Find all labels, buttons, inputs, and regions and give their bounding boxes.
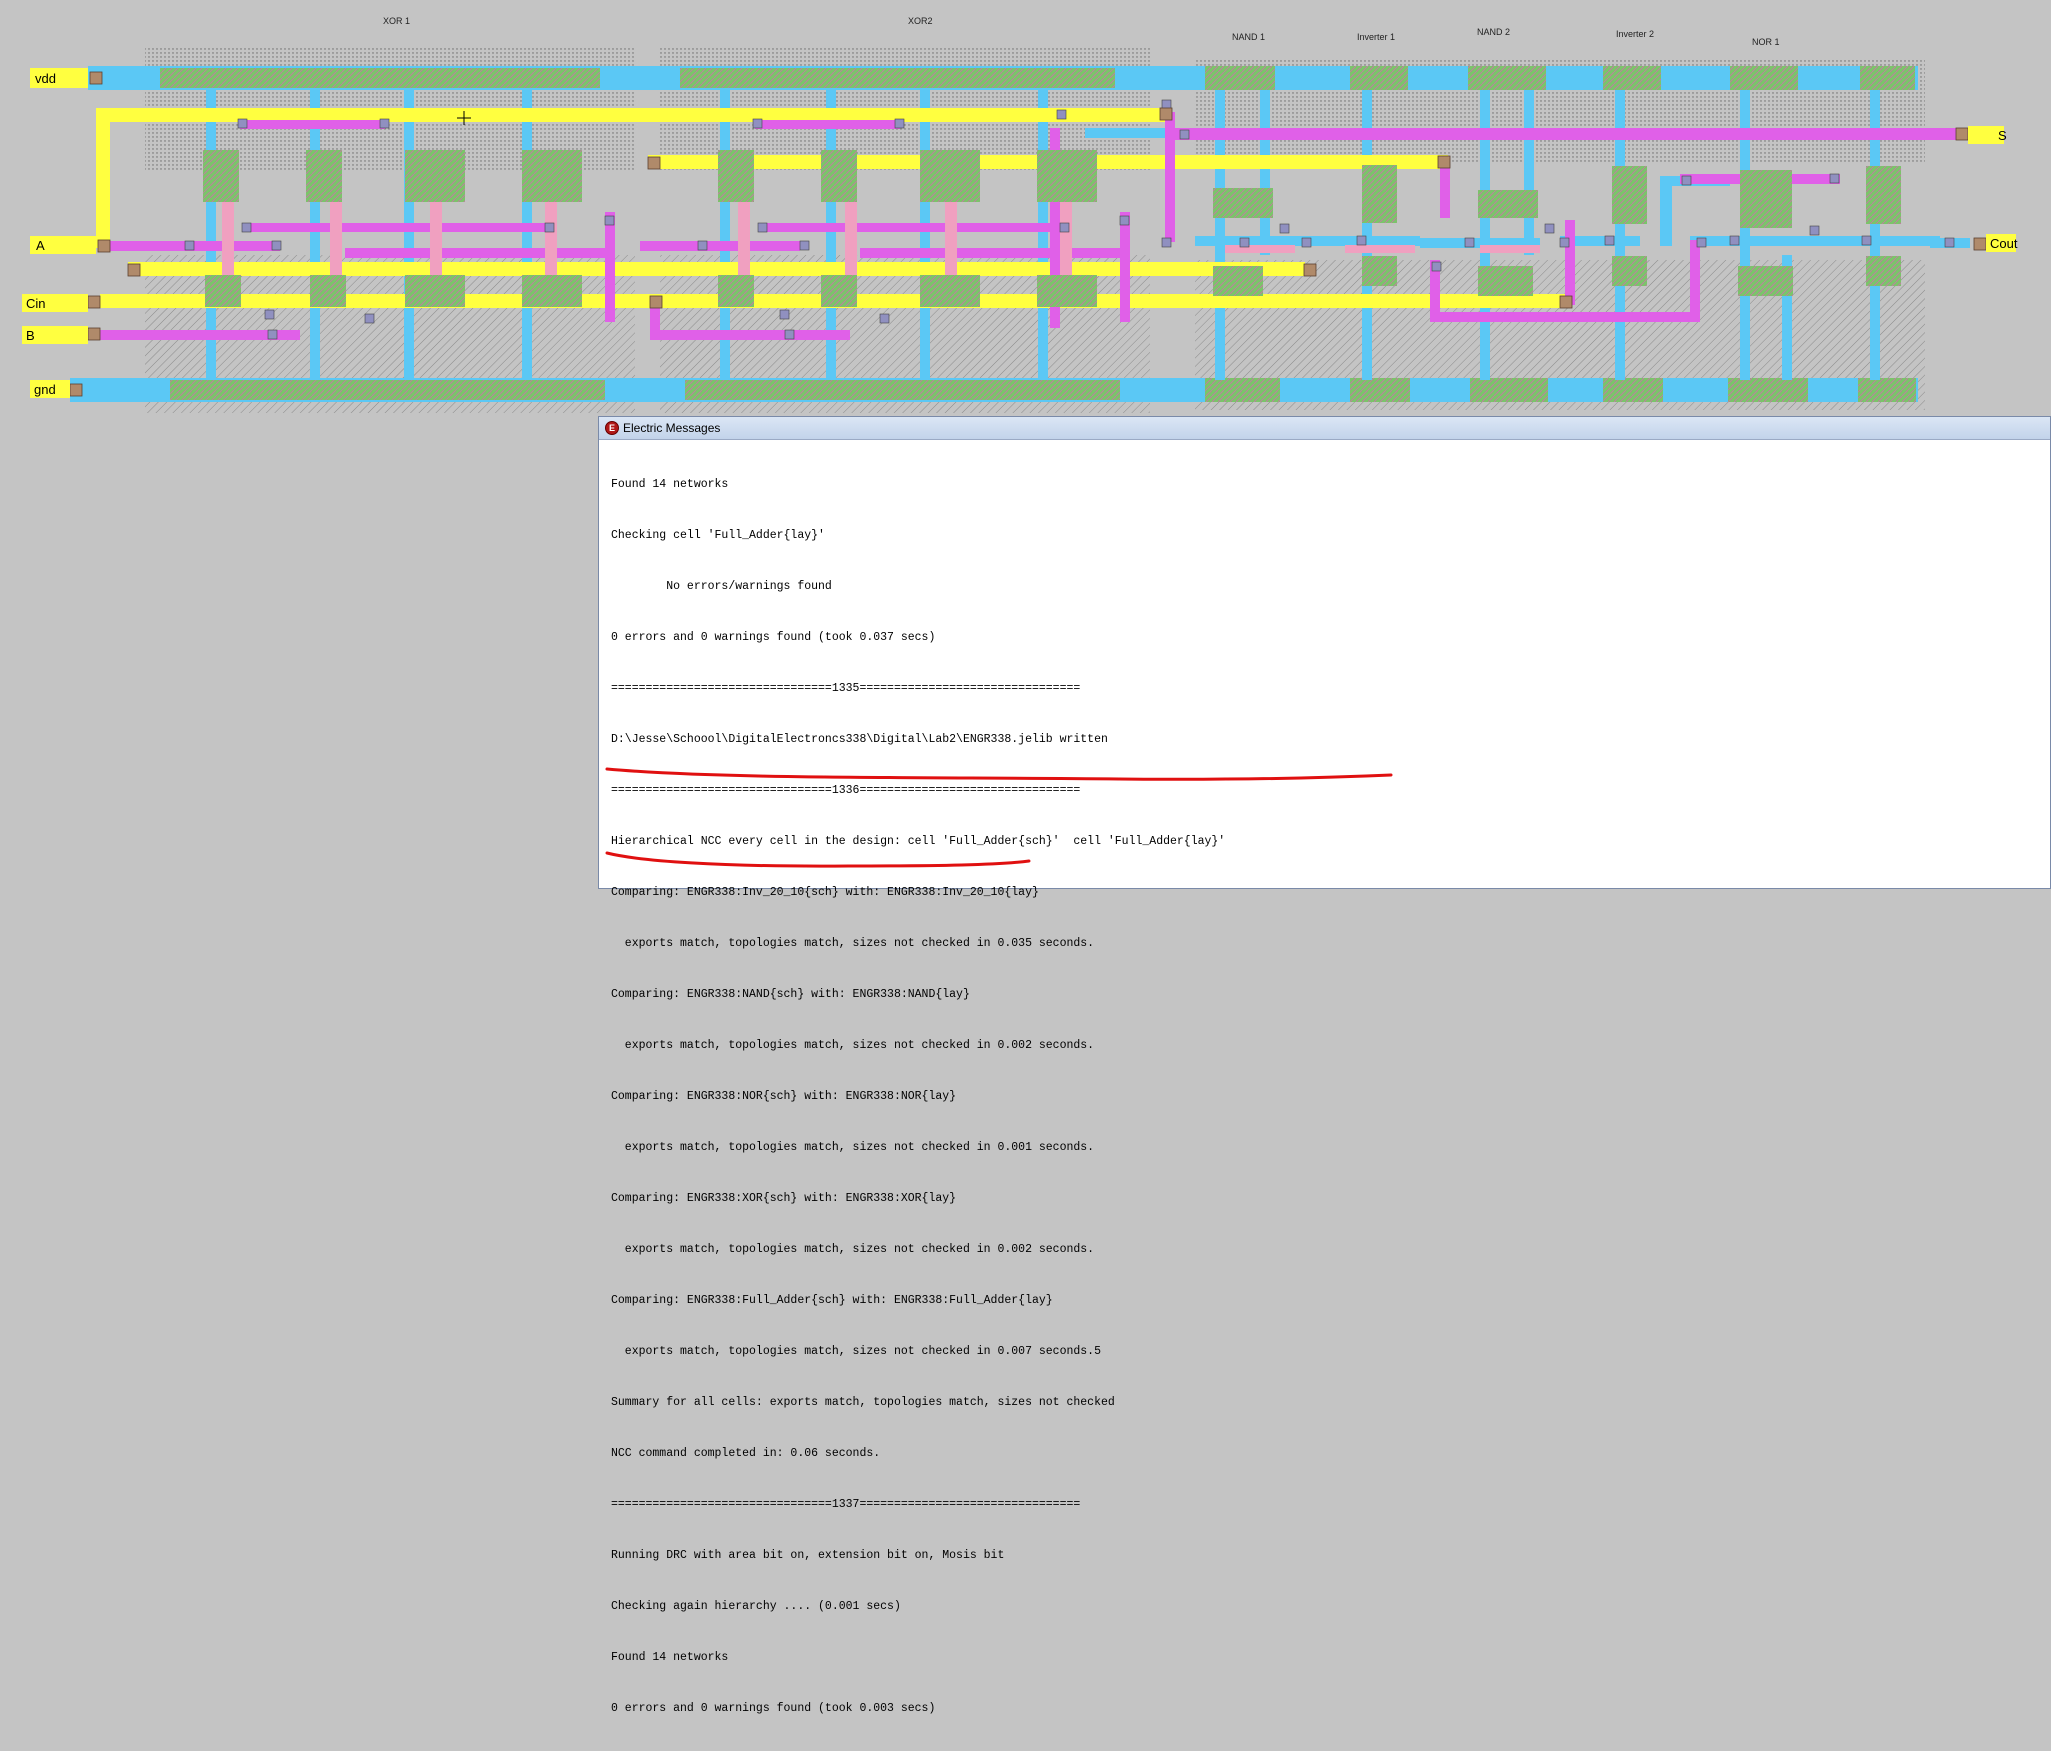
messages-titlebar[interactable]: E Electric Messages	[599, 417, 2050, 440]
cell-title-xor1: XOR 1	[383, 16, 410, 26]
log-line: Comparing: ENGR338:NAND{sch} with: ENGR3…	[611, 988, 970, 1001]
transistor-blocks	[203, 150, 1901, 307]
cell-title-nor1: NOR 1	[1752, 37, 1780, 47]
log-line: 0 errors and 0 warnings found (took 0.00…	[611, 1702, 936, 1715]
rail-diffusion	[160, 66, 1916, 402]
log-line: Comparing: ENGR338:Inv_20_10{sch} with: …	[611, 886, 1039, 899]
electric-messages-window[interactable]: E Electric Messages Found 14 networks Ch…	[598, 416, 2051, 1715]
log-line: Checking cell 'Full_Adder{lay}'	[611, 529, 825, 542]
log-line: Checking again hierarchy .... (0.001 sec…	[611, 1600, 901, 1613]
log-line: 0 errors and 0 warnings found (took 0.03…	[611, 631, 936, 644]
pin-cin: Cin	[26, 296, 46, 311]
log-line: exports match, topologies match, sizes n…	[611, 1141, 1095, 1154]
pin-b: B	[26, 328, 35, 343]
log-line: D:\Jesse\Schoool\DigitalElectroncs338\Di…	[611, 733, 1108, 746]
messages-log[interactable]: Found 14 networks Checking cell 'Full_Ad…	[599, 440, 2050, 1751]
log-line: exports match, topologies match, sizes n…	[611, 1039, 1095, 1052]
cell-title-nand1: NAND 1	[1232, 32, 1265, 42]
log-line: ================================1337====…	[611, 1498, 1081, 1511]
cell-title-inverter1: Inverter 1	[1357, 32, 1395, 42]
cell-title-nand2: NAND 2	[1477, 27, 1510, 37]
messages-title: Electric Messages	[623, 421, 721, 435]
log-line: Comparing: ENGR338:NOR{sch} with: ENGR33…	[611, 1090, 957, 1103]
pin-pads	[69, 71, 1987, 397]
log-line: No errors/warnings found	[611, 580, 832, 593]
log-line: Comparing: ENGR338:XOR{sch} with: ENGR33…	[611, 1192, 957, 1205]
crosshair-cursor-icon	[457, 111, 471, 125]
metal1-verticals	[206, 90, 1880, 380]
cell-title-xor2: XOR2	[908, 16, 933, 26]
layout-canvas[interactable]: XOR 1 XOR2 NAND 1 Inverter 1 NAND 2 Inve…	[0, 0, 2051, 420]
pin-vdd: vdd	[35, 71, 56, 86]
log-line: Summary for all cells: exports match, to…	[611, 1396, 1115, 1409]
log-line: NCC command completed in: 0.06 seconds.	[611, 1447, 881, 1460]
pin-a: A	[36, 238, 45, 253]
log-line: ================================1336====…	[611, 784, 1081, 797]
log-line: exports match, topologies match, sizes n…	[611, 1345, 1101, 1358]
electric-app-icon: E	[605, 421, 619, 435]
contacts	[184, 99, 1955, 340]
log-line: ================================1335====…	[611, 682, 1081, 695]
log-line: Hierarchical NCC every cell in the desig…	[611, 835, 1226, 848]
log-line: exports match, topologies match, sizes n…	[611, 937, 1095, 950]
log-line: Found 14 networks	[611, 478, 729, 491]
log-line: Found 14 networks	[611, 1651, 729, 1664]
log-line: Running DRC with area bit on, extension …	[611, 1549, 1005, 1562]
pin-s: S	[1998, 128, 2007, 143]
cell-title-inverter2: Inverter 2	[1616, 29, 1654, 39]
io-pins[interactable]: vdd A Cin B gnd S Cout	[22, 68, 2018, 398]
log-line: Comparing: ENGR338:Full_Adder{sch} with:…	[611, 1294, 1053, 1307]
pin-gnd: gnd	[34, 382, 56, 397]
pin-cout: Cout	[1990, 236, 2018, 251]
cell-titles: XOR 1 XOR2 NAND 1 Inverter 1 NAND 2 Inve…	[383, 16, 1780, 47]
log-line: exports match, topologies match, sizes n…	[611, 1243, 1095, 1256]
